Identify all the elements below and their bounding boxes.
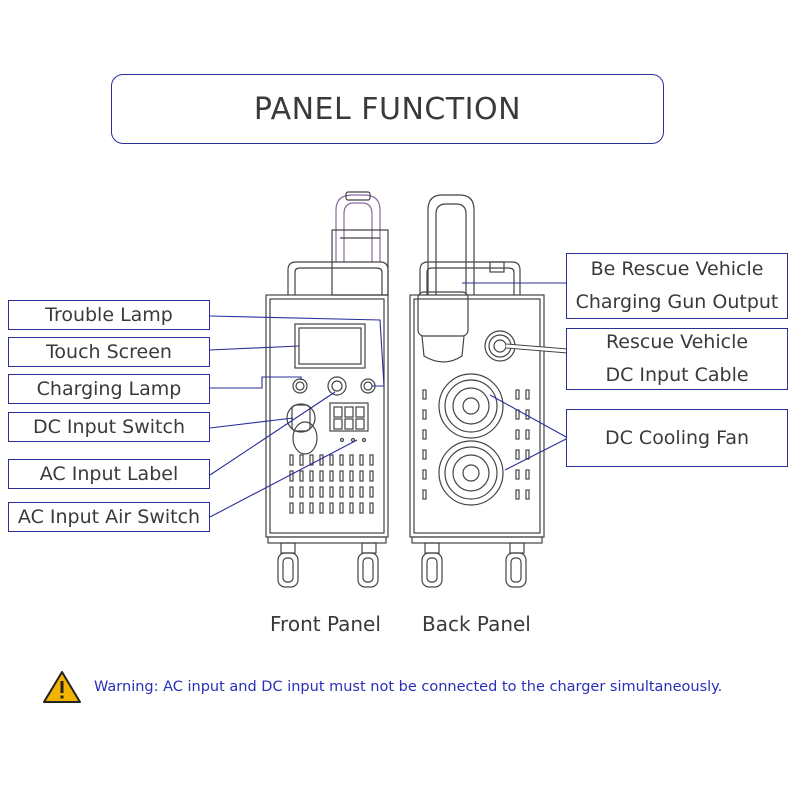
page-title: PANEL FUNCTION [253,91,522,127]
caption-back-panel: Back Panel [422,612,531,636]
label-gun-output-line1: Be Rescue Vehicle [590,258,764,280]
label-ac-input-label: AC Input Label [8,459,210,489]
label-ac-input-air-switch: AC Input Air Switch [8,502,210,532]
label-ac-input-label-text: AC Input Label [39,463,179,485]
label-gun-output: Be Rescue Vehicle Charging Gun Output [566,253,788,319]
label-charging-lamp-text: Charging Lamp [36,378,182,400]
label-touch-screen: Touch Screen [8,337,210,367]
leader-lines [209,282,569,518]
warning-triangle-icon [43,671,81,703]
label-dc-input-switch-text: DC Input Switch [33,416,185,438]
label-dc-cable-line2: DC Input Cable [605,364,749,386]
label-charging-lamp: Charging Lamp [8,374,210,404]
warning-row: Warning: AC input and DC input must not … [42,670,722,704]
label-dc-cooling-fan-text: DC Cooling Fan [604,427,750,449]
caption-front-panel: Front Panel [270,612,381,636]
label-gun-output-line2: Charging Gun Output [575,291,779,313]
title-box: PANEL FUNCTION [111,74,664,144]
warning-text: Warning: AC input and DC input must not … [94,679,723,695]
label-dc-cooling-fan: DC Cooling Fan [566,409,788,467]
label-trouble-lamp-text: Trouble Lamp [45,304,173,326]
label-trouble-lamp: Trouble Lamp [8,300,210,330]
front-unit [265,191,389,588]
label-dc-input-cable: Rescue Vehicle DC Input Cable [566,328,788,390]
label-touch-screen-text: Touch Screen [46,341,172,363]
label-dc-cable-line1: Rescue Vehicle [605,331,749,353]
label-dc-input-switch: DC Input Switch [8,412,210,442]
back-unit [409,194,581,588]
label-ac-input-air-switch-text: AC Input Air Switch [17,506,201,528]
